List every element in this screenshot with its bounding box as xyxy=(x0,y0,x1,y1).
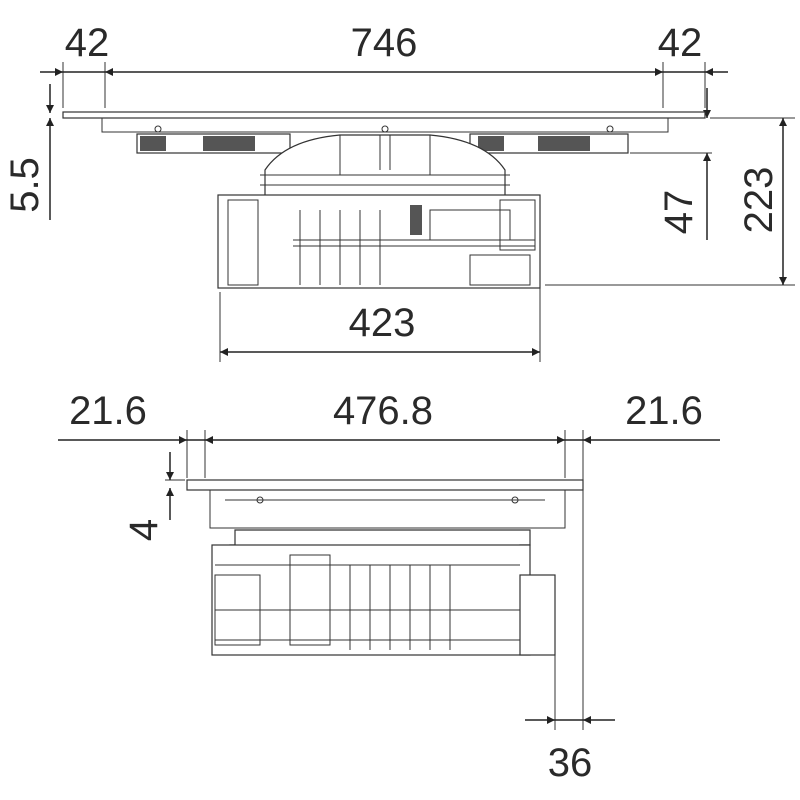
dimension-lines xyxy=(40,68,787,356)
top-view: 42 746 42 5.5 47 223 423 xyxy=(3,21,795,362)
dim-side-offset: 36 xyxy=(548,741,593,785)
dim-top-right-margin: 42 xyxy=(658,21,703,65)
dim-total-depth: 223 xyxy=(737,167,781,234)
glass-plate xyxy=(62,111,706,119)
dim-top-width: 746 xyxy=(351,21,418,65)
glass-plate xyxy=(186,479,584,491)
dim-side-width: 476.8 xyxy=(333,389,433,433)
dim-body-width: 423 xyxy=(349,301,416,345)
side-view: 21.6 476.8 21.6 4 36 xyxy=(58,389,720,785)
hob-top-drawing xyxy=(62,111,706,289)
dim-below-glass: 47 xyxy=(657,190,701,235)
dim-side-right-margin: 21.6 xyxy=(625,389,703,433)
hob-side-drawing xyxy=(186,479,584,656)
extension-lines xyxy=(62,62,795,362)
dim-glass-thickness: 5.5 xyxy=(3,157,47,213)
dimension-lines xyxy=(58,436,720,724)
dim-side-glass-thickness: 4 xyxy=(122,519,166,541)
dim-top-left-margin: 42 xyxy=(65,21,110,65)
dim-side-left-margin: 21.6 xyxy=(69,389,147,433)
